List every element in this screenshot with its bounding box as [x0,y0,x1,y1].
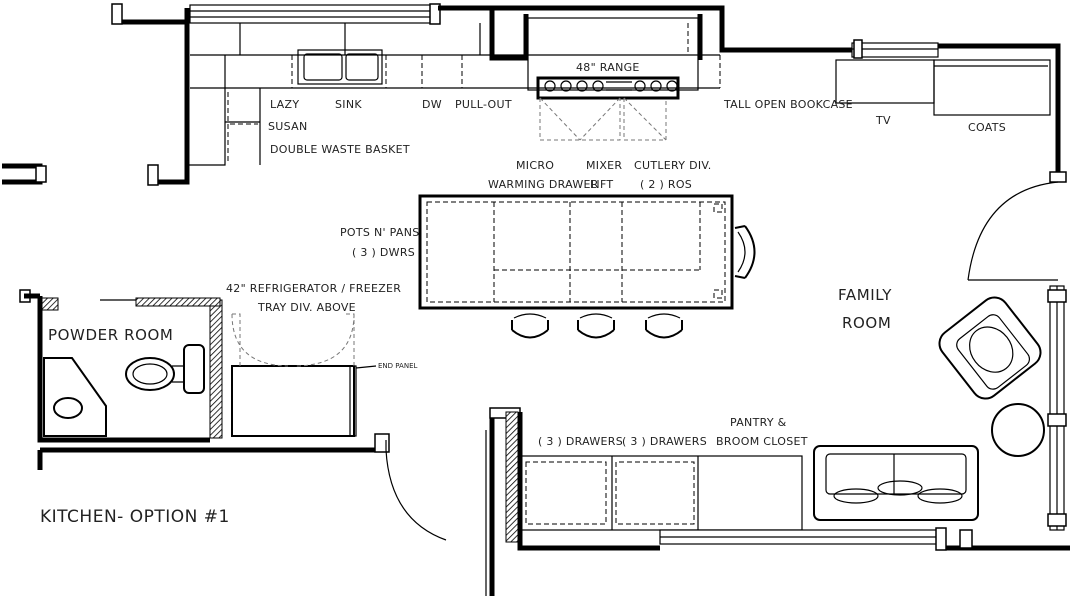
coat-closet [933,59,1051,116]
room-powder: POWDER ROOM [48,326,173,344]
powder-room-area [19,289,447,541]
tall-bookcase [835,59,935,104]
label-bookcase: TALL OPEN BOOKCASE [723,98,853,111]
wall-end-cap [111,3,123,25]
label-warming: WARMING DRAWER [488,178,599,191]
round-table [991,403,1045,457]
sofa [813,445,979,521]
label-mixer: MIXER [586,159,622,172]
wall-end-cap [147,164,159,186]
wall-end-cap [959,529,973,549]
island-counter [418,194,734,310]
room-family-line2: ROOM [842,314,891,332]
label-lazy: LAZY [270,98,299,111]
label-tv: TV [875,114,891,127]
vanity [43,357,107,437]
label-sink: SINK [335,98,362,111]
base-cabinets [519,455,803,531]
plan-title: KITCHEN- OPTION #1 [40,507,230,527]
sink-basin [53,397,83,419]
top-walls [2,3,1067,186]
island-end-stool [734,225,756,279]
upper-right-window [851,42,939,58]
wall-end-cap [1047,513,1067,527]
label-micro: MICRO [516,159,554,172]
label-cutlery: CUTLERY DIV. [634,159,712,172]
wall-end-cap [1047,289,1067,303]
wall-end-cap [35,165,47,183]
label-pots: POTS N' PANS [340,226,420,239]
label-susan: SUSAN [268,120,307,133]
label-fridge: 42" REFRIGERATOR / FREEZER [226,282,401,295]
label-drawers-2: ( 3 ) DRAWERS [622,435,707,448]
island-stool [645,313,683,339]
label-coats: COATS [968,121,1006,134]
label-range: 48" RANGE [576,61,640,74]
top-counter [187,17,1051,166]
family-room [813,181,1067,531]
wall-end-cap [1047,413,1067,427]
refrigerator [231,365,355,437]
range [536,76,680,100]
label-tray: TRAY DIV. ABOVE [257,301,356,314]
label-dw: DW [422,98,442,111]
wall-end-cap [374,433,390,453]
island-stool [511,313,549,339]
bottom-walls [485,407,1070,596]
range-burners [544,80,678,92]
toilet [125,344,205,394]
wall-end-cap [853,39,863,59]
label-pantry: PANTRY & [730,416,787,429]
label-pullout: PULL-OUT [455,98,512,111]
labels: 48" RANGE LAZY SUSAN SINK DW PULL-OUT TA… [40,61,1006,527]
wall-end-cap [935,527,947,551]
label-waste: DOUBLE WASTE BASKET [270,143,410,156]
kitchen-island [418,194,756,339]
label-drawers-1: ( 3 ) DRAWERS [538,435,623,448]
label-ros: ( 2 ) ROS [640,178,692,191]
armchair [938,296,1042,400]
wall-end-cap [429,3,441,25]
top-window [189,4,437,24]
room-family-line1: FAMILY [838,286,892,304]
label-broom: BROOM CLOSET [716,435,808,448]
label-dwrs: ( 3 ) DWRS [352,246,415,259]
label-end-panel: END PANEL [378,362,417,370]
wall-end-cap [1049,171,1067,183]
label-lift: LIFT [590,178,613,191]
island-stool [577,313,615,339]
sink [297,49,383,85]
